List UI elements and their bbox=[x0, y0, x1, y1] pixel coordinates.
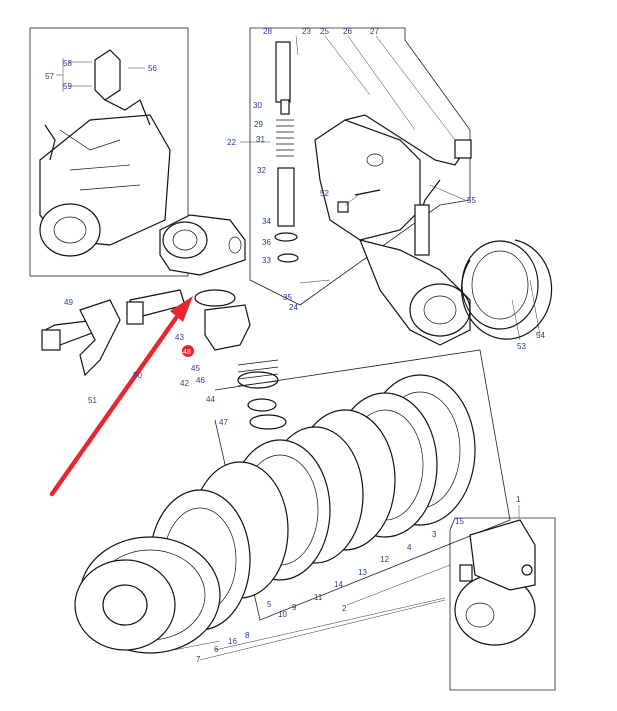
callout-48: 48 bbox=[183, 349, 191, 356]
callout-59: 59 bbox=[63, 82, 72, 91]
callout-27: 27 bbox=[370, 27, 379, 36]
callout-34: 34 bbox=[262, 217, 271, 226]
bolts-and-bracket bbox=[41, 289, 186, 377]
callout-2: 2 bbox=[342, 604, 347, 613]
callout-24: 24 bbox=[289, 303, 298, 312]
callout-47: 47 bbox=[219, 418, 228, 427]
callout-8: 8 bbox=[245, 631, 250, 640]
callout-43: 43 bbox=[175, 333, 184, 342]
callout-42: 42 bbox=[180, 379, 189, 388]
highlight-arrow bbox=[49, 296, 194, 497]
callout-11: 11 bbox=[314, 593, 323, 602]
leader-lines bbox=[162, 35, 541, 661]
callout-5: 5 bbox=[267, 600, 272, 609]
callout-50: 50 bbox=[133, 371, 142, 380]
callout-12: 12 bbox=[380, 555, 389, 564]
callout-45: 45 bbox=[191, 364, 200, 373]
callout-15: 15 bbox=[455, 517, 464, 526]
callout-57: 57 bbox=[45, 72, 54, 81]
center-valve-parts bbox=[159, 214, 287, 430]
callout-28: 28 bbox=[263, 27, 272, 36]
callout-10: 10 bbox=[278, 610, 287, 619]
callout-52: 52 bbox=[320, 189, 329, 198]
callout-26: 26 bbox=[343, 27, 352, 36]
inset-hydraulic-pump bbox=[449, 517, 556, 691]
callout-49: 49 bbox=[64, 298, 73, 307]
callout-56: 56 bbox=[148, 64, 157, 73]
callout-14: 14 bbox=[334, 580, 343, 589]
callout-25: 25 bbox=[320, 27, 329, 36]
callout-51: 51 bbox=[88, 396, 97, 405]
callout-labels: 1 2 3 4 5 6 7 8 9 10 11 12 13 14 15 16 2… bbox=[45, 27, 545, 664]
callout-13: 13 bbox=[358, 568, 367, 577]
callout-55: 55 bbox=[467, 196, 476, 205]
callout-6: 6 bbox=[214, 645, 219, 654]
callout-22: 22 bbox=[227, 138, 236, 147]
callout-4: 4 bbox=[407, 543, 412, 552]
callout-30: 30 bbox=[253, 101, 262, 110]
callout-35: 35 bbox=[283, 293, 292, 302]
callout-46: 46 bbox=[196, 376, 205, 385]
rings-53-54 bbox=[461, 239, 553, 340]
callout-54: 54 bbox=[536, 331, 545, 340]
callout-23: 23 bbox=[302, 27, 311, 36]
callout-9: 9 bbox=[292, 603, 297, 612]
callout-36: 36 bbox=[262, 238, 271, 247]
inset-pump-assembly bbox=[29, 27, 189, 277]
callout-16: 16 bbox=[228, 637, 237, 646]
callout-31: 31 bbox=[256, 135, 265, 144]
callout-44: 44 bbox=[206, 395, 215, 404]
callout-3: 3 bbox=[432, 530, 437, 539]
callout-7: 7 bbox=[196, 655, 201, 664]
callout-29: 29 bbox=[254, 120, 263, 129]
callout-58: 58 bbox=[63, 59, 72, 68]
highlight-marker bbox=[182, 345, 194, 357]
callout-1: 1 bbox=[516, 495, 521, 504]
inset-valve-assembly bbox=[249, 27, 472, 346]
callout-53: 53 bbox=[517, 342, 526, 351]
clutch-assembly bbox=[74, 349, 511, 654]
callout-32: 32 bbox=[257, 166, 266, 175]
callout-33: 33 bbox=[262, 256, 271, 265]
